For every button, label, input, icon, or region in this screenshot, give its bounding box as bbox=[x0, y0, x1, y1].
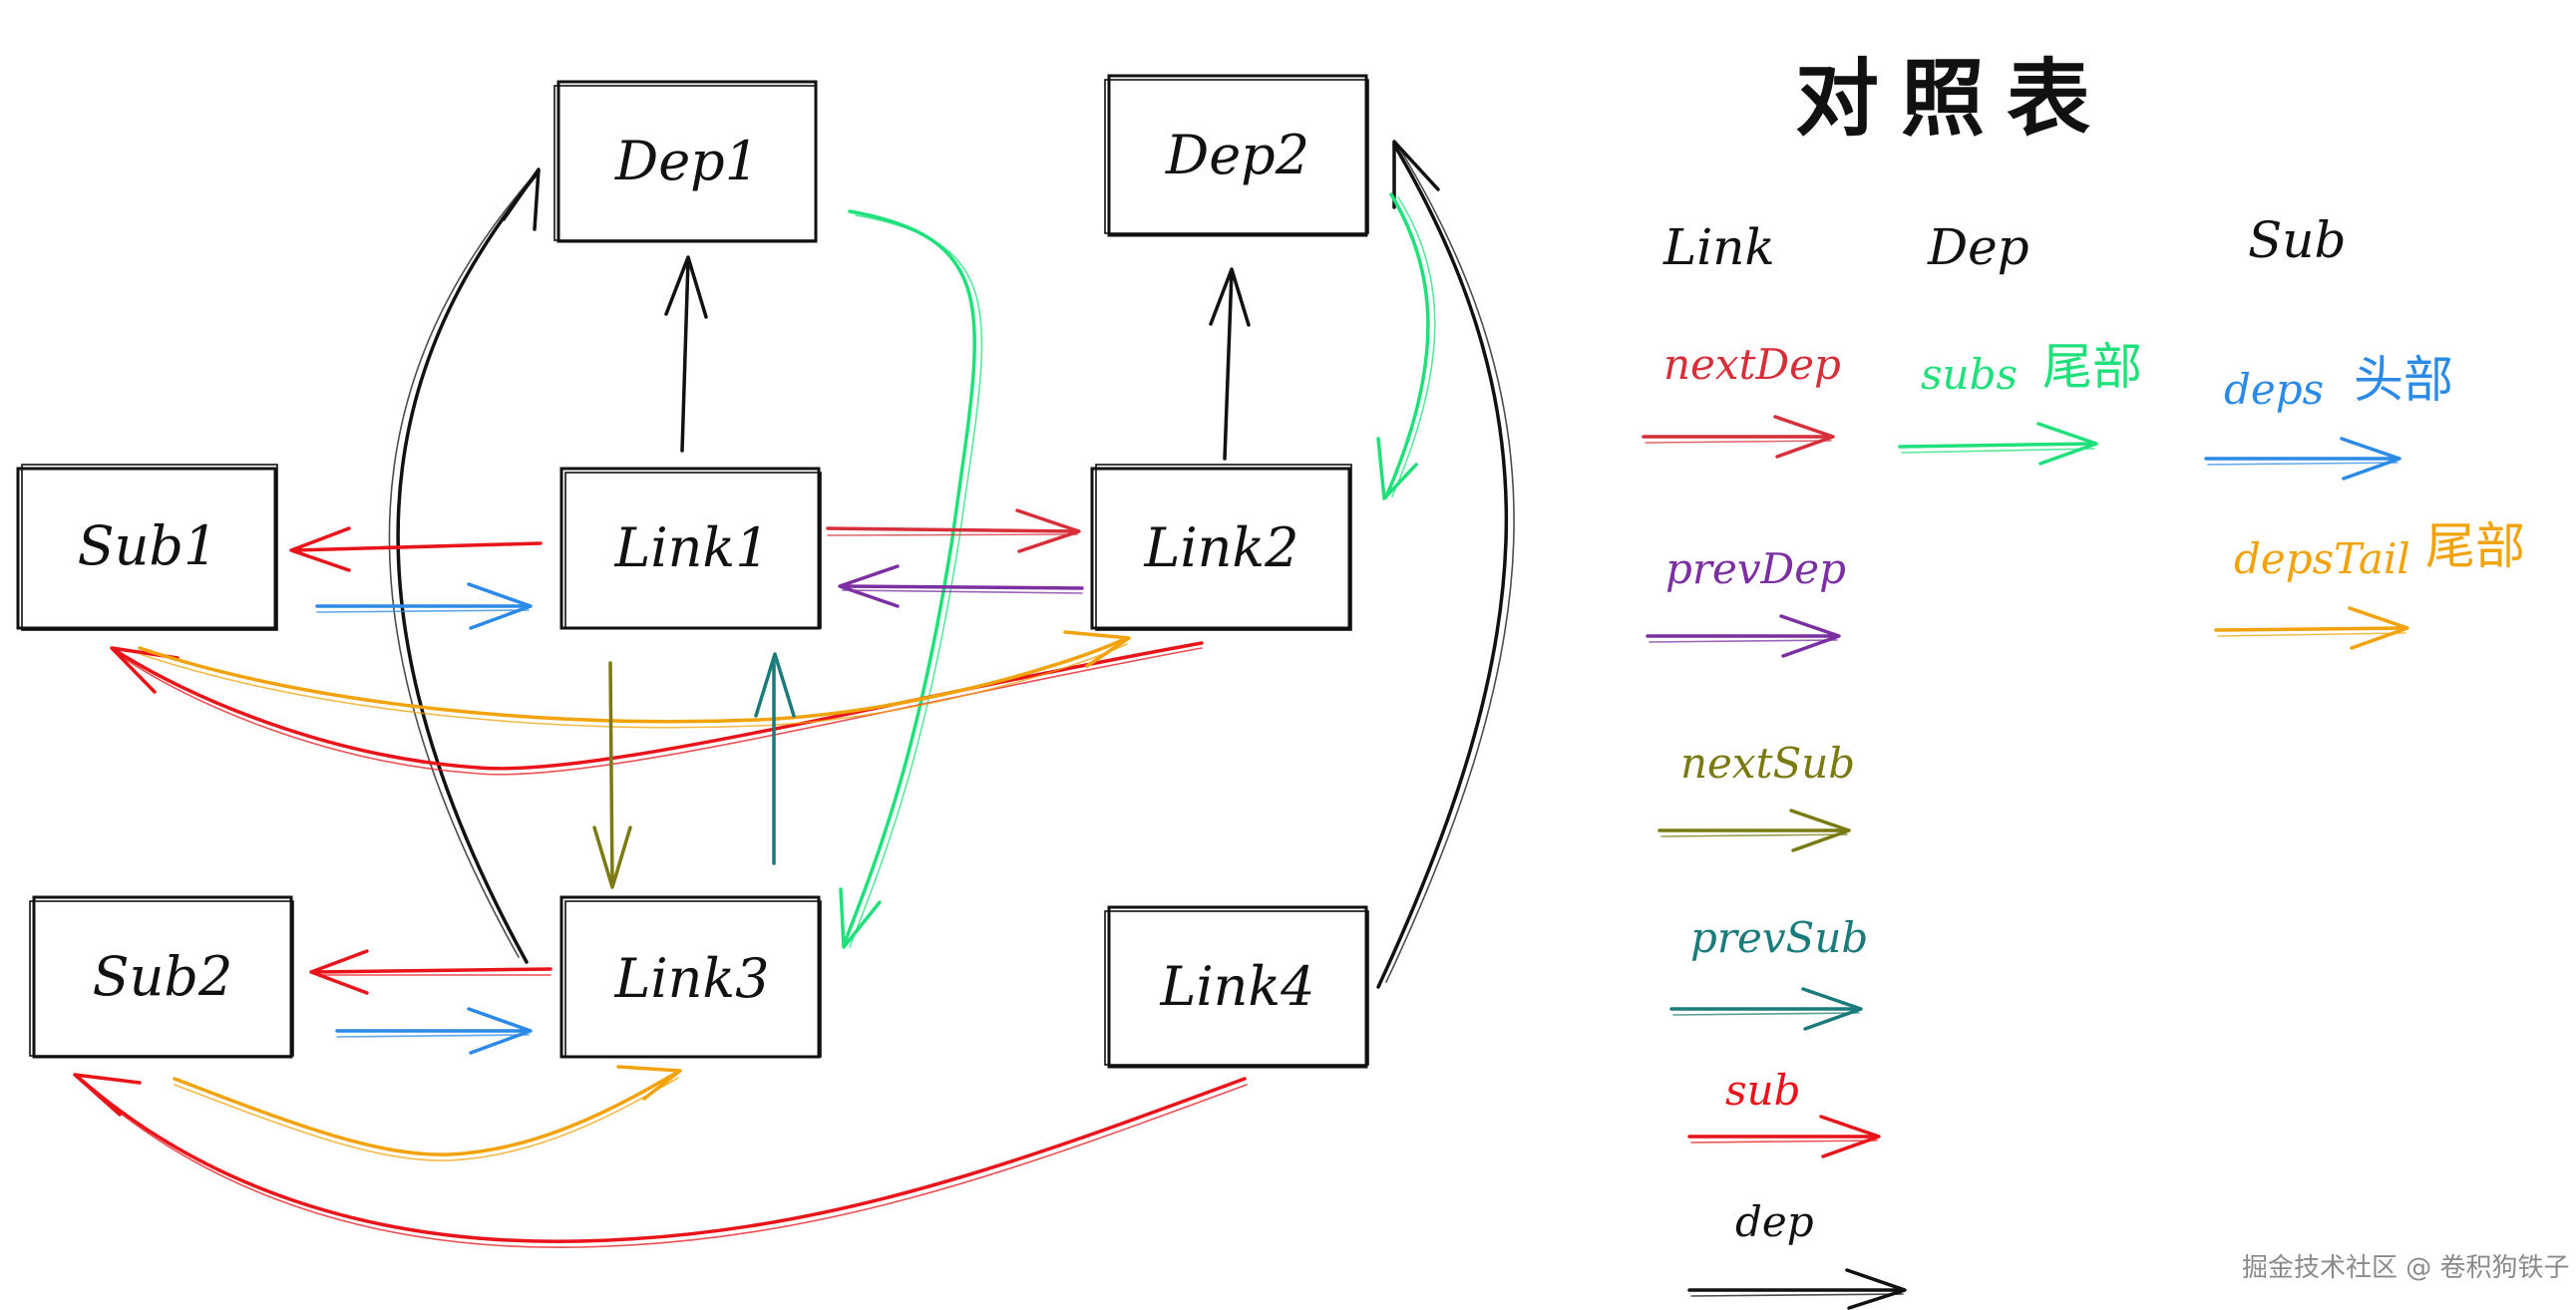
legend-label-subs: subs bbox=[1921, 350, 2018, 399]
edge-dep2-subs-link2 bbox=[1376, 192, 1436, 500]
edge-sub2-depstail-link3 bbox=[173, 1065, 682, 1161]
watermark-text: 掘金技术社区 @ 卷积狗铁子 bbox=[2242, 1253, 2570, 1283]
legend-label-sub: sub bbox=[1725, 1066, 1801, 1115]
node-link3-label: Link3 bbox=[614, 947, 770, 1010]
legend-label-deps: deps bbox=[2224, 365, 2324, 414]
legend-label-dep: dep bbox=[1735, 1197, 1814, 1246]
legend-header-link: Link bbox=[1662, 218, 1775, 276]
legend-label-nextdep: nextDep bbox=[1663, 340, 1841, 389]
edge-link3-dep-dep1 bbox=[388, 167, 541, 964]
node-link4: Link4 bbox=[1104, 905, 1369, 1069]
legend-item-nextdep: nextDep bbox=[1642, 340, 1841, 459]
node-sub1-label: Sub1 bbox=[78, 514, 218, 577]
legend-item-sub: sub bbox=[1687, 1066, 1881, 1158]
node-dep1-label: Dep1 bbox=[614, 130, 759, 192]
edge-link1-sub-sub1 bbox=[289, 526, 543, 572]
legend-label-depstail: depsTail bbox=[2234, 534, 2410, 583]
edge-link4-dep-dep2 bbox=[1376, 140, 1515, 989]
edge-link2-prevdep-link1 bbox=[838, 564, 1084, 608]
edge-link1-nextdep-link2 bbox=[826, 508, 1081, 553]
legend-item-prevsub: prevSub bbox=[1669, 913, 1868, 1031]
legend-note-depstail: 尾部 bbox=[2425, 517, 2525, 575]
edge-dep1-subs-link3 bbox=[839, 209, 983, 949]
edge-link1-nextsub-link3 bbox=[592, 661, 632, 889]
legend-item-dep: dep bbox=[1687, 1197, 1907, 1310]
edge-sub2-deps-link3 bbox=[335, 1007, 533, 1055]
legend-item-prevdep: prevDep bbox=[1646, 544, 1846, 658]
legend-label-nextsub: nextSub bbox=[1680, 739, 1855, 788]
legend-label-prevdep: prevDep bbox=[1665, 544, 1846, 593]
legend-note-deps: 头部 bbox=[2354, 351, 2453, 409]
legend-item-deps: deps 头部 bbox=[2204, 351, 2453, 481]
edge-link1-dep-dep1 bbox=[664, 255, 708, 453]
node-link2: Link2 bbox=[1090, 464, 1352, 631]
legend-title: 对照表 bbox=[1795, 50, 2112, 148]
node-dep2-label: Dep2 bbox=[1165, 124, 1309, 186]
edge-sub1-depstail-link2 bbox=[138, 630, 1131, 729]
node-link1-label: Link1 bbox=[614, 516, 770, 579]
node-sub2: Sub2 bbox=[29, 895, 294, 1059]
edge-link4-sub-sub2 bbox=[73, 1073, 1248, 1248]
node-link3: Link3 bbox=[559, 895, 822, 1059]
edge-link3-prevsub-link1 bbox=[754, 652, 796, 865]
legend-item-nextsub: nextSub bbox=[1657, 739, 1855, 852]
node-dep1: Dep1 bbox=[553, 80, 818, 243]
node-sub1: Sub1 bbox=[16, 464, 278, 631]
legend-label-prevsub: prevSub bbox=[1690, 913, 1868, 962]
legend-header-dep: Dep bbox=[1927, 218, 2029, 276]
legend-note-subs: 尾部 bbox=[2042, 338, 2142, 396]
edge-link2-sub-sub1 bbox=[110, 641, 1204, 776]
edge-sub1-deps-link1 bbox=[315, 582, 533, 630]
edge-link2-dep-dep2 bbox=[1209, 267, 1251, 461]
node-link4-label: Link4 bbox=[1160, 955, 1315, 1018]
legend-item-depstail: depsTail 尾部 bbox=[2214, 517, 2525, 650]
edge-link3-sub-sub2 bbox=[309, 949, 552, 995]
node-sub2-label: Sub2 bbox=[93, 945, 233, 1008]
node-link2-label: Link2 bbox=[1144, 516, 1299, 579]
node-dep2: Dep2 bbox=[1104, 74, 1369, 237]
node-link1: Link1 bbox=[559, 467, 822, 630]
legend-header-sub: Sub bbox=[2248, 211, 2346, 269]
legend-item-subs: subs 尾部 bbox=[1898, 338, 2142, 466]
